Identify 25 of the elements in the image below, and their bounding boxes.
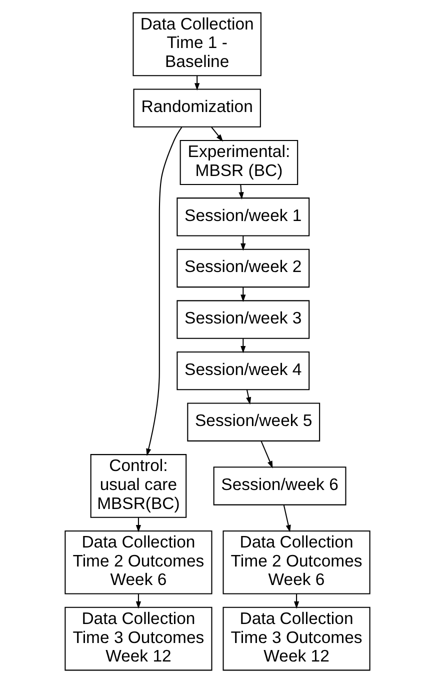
arrow bbox=[294, 594, 300, 609]
node-box: Data Collection Time 3 Outcomes Week 12 bbox=[222, 606, 370, 671]
arrow bbox=[260, 440, 273, 468]
node-box: Data Collection Time 1 - Baseline bbox=[132, 12, 262, 76]
node-box: Session/week 4 bbox=[176, 351, 310, 390]
node-box: Session/week 3 bbox=[176, 300, 310, 339]
arrow bbox=[283, 504, 291, 532]
node-box: Control: usual care MBSR(BC) bbox=[90, 454, 187, 518]
arrow bbox=[211, 126, 224, 142]
arrow bbox=[240, 236, 246, 251]
node-box: Session/week 6 bbox=[213, 466, 346, 506]
node-box: Data Collection Time 2 Outcomes Week 6 bbox=[64, 530, 212, 594]
arrow bbox=[136, 594, 142, 609]
node-box: Data Collection Time 3 Outcomes Week 12 bbox=[64, 606, 212, 671]
node-box: Experimental: MBSR (BC) bbox=[180, 140, 298, 185]
node-box: Session/week 1 bbox=[176, 198, 310, 236]
node-box: Session/week 2 bbox=[176, 248, 310, 288]
node-box: Randomization bbox=[133, 88, 261, 128]
arrow bbox=[136, 518, 142, 532]
arrow bbox=[146, 126, 182, 456]
arrow bbox=[238, 184, 244, 200]
node-box: Session/week 5 bbox=[187, 402, 320, 442]
arrow bbox=[240, 338, 246, 354]
arrow bbox=[246, 390, 252, 405]
node-box: Data Collection Time 2 Outcomes Week 6 bbox=[222, 530, 370, 594]
